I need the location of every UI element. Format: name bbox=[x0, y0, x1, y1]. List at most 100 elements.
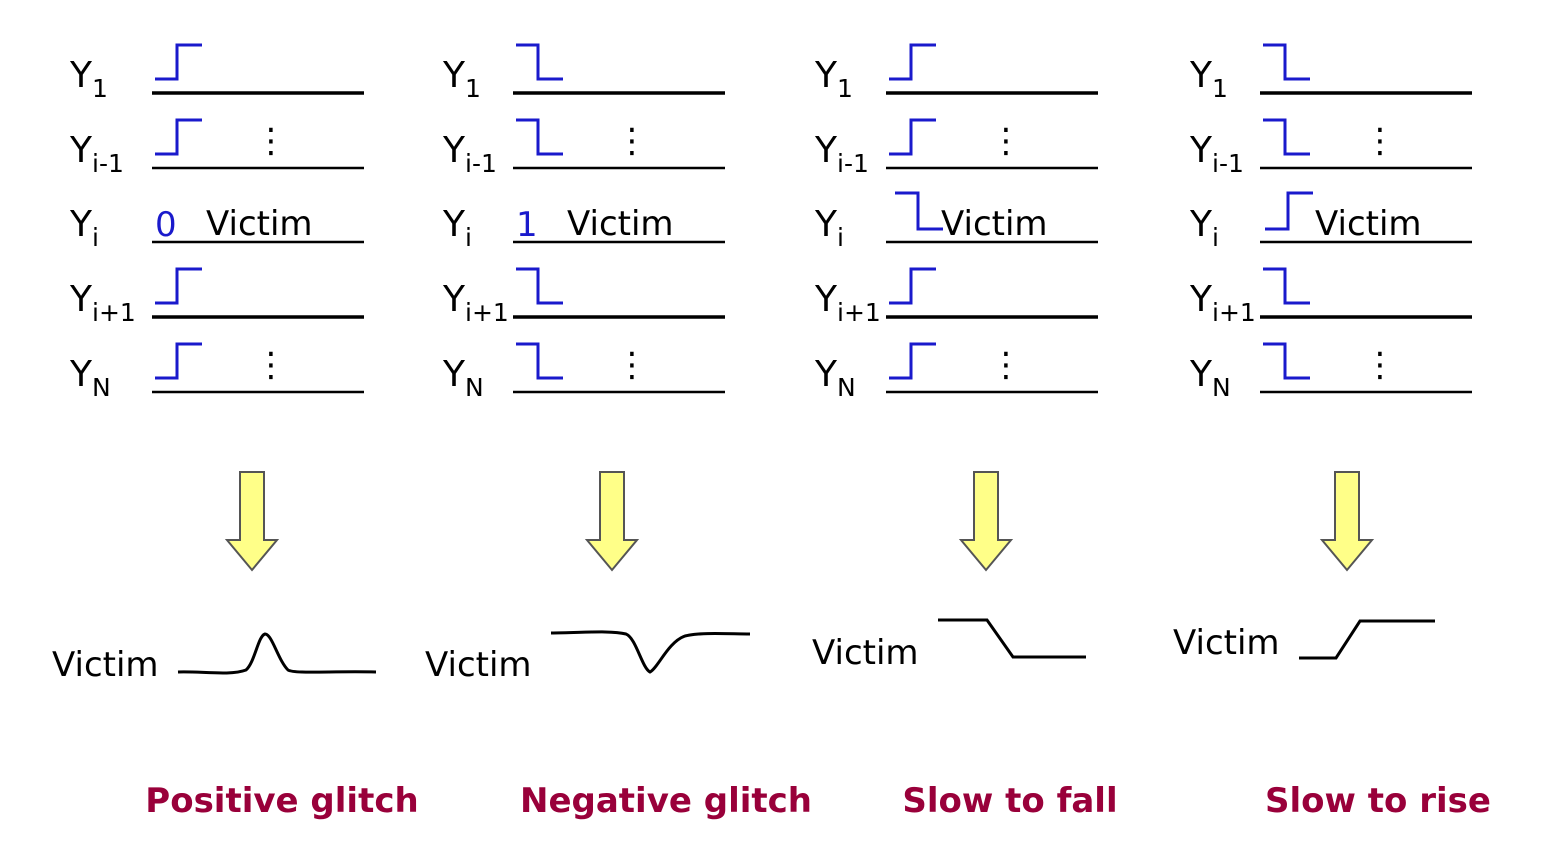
falling-edge-waveform bbox=[1263, 267, 1310, 305]
signal-label-base: Y bbox=[69, 354, 93, 395]
signal-row-2: Yi-1 ⋮ bbox=[69, 118, 364, 178]
signal-label-subscript: i bbox=[837, 223, 844, 252]
ellipsis: ⋮ bbox=[254, 121, 288, 161]
signal-row-2: Yi-1 ⋮ bbox=[1189, 118, 1472, 178]
signal-label: Yi+1 bbox=[1189, 279, 1256, 327]
rising-edge-waveform bbox=[889, 118, 936, 156]
victim-line-label: Victim bbox=[941, 204, 1048, 244]
fault-caption: Positive glitch bbox=[145, 781, 418, 821]
signal-row-4: Yi+1 bbox=[1189, 267, 1472, 327]
fault-caption: Negative glitch bbox=[520, 781, 812, 821]
signal-label-base: Y bbox=[442, 55, 466, 96]
signal-row-1: Y1 bbox=[1189, 43, 1472, 103]
signal-row-4: Yi+1 bbox=[69, 267, 364, 327]
down-arrow-icon bbox=[584, 471, 640, 572]
signal-label-subscript: N bbox=[1212, 373, 1231, 402]
falling-edge-waveform bbox=[516, 267, 563, 305]
signal-label: Y1 bbox=[814, 55, 853, 103]
signal-label-base: Y bbox=[814, 204, 838, 245]
signal-label: Yi-1 bbox=[814, 130, 869, 178]
fault-caption: Slow to fall bbox=[902, 781, 1117, 821]
signal-label-base: Y bbox=[1189, 354, 1213, 395]
negative-glitch-waveform bbox=[550, 630, 751, 674]
signal-label-subscript: i bbox=[92, 223, 99, 252]
ellipsis: ⋮ bbox=[989, 121, 1023, 161]
victim-response: Victim bbox=[1173, 619, 1435, 663]
victim-line-label: Victim bbox=[206, 204, 313, 244]
falling-edge-waveform bbox=[1263, 342, 1310, 380]
victim-line-label: Victim bbox=[567, 204, 674, 244]
falling-edge-waveform bbox=[516, 43, 563, 81]
signal-row-5: YN ⋮ bbox=[1189, 342, 1472, 402]
signal-label: Y1 bbox=[1189, 55, 1228, 103]
signal-label: Yi+1 bbox=[69, 279, 136, 327]
signal-label: YN bbox=[69, 354, 111, 402]
slow-fall-waveform bbox=[938, 618, 1086, 659]
signal-label: Y1 bbox=[442, 55, 481, 103]
signal-row-2: Yi-1 ⋮ bbox=[442, 118, 725, 178]
fault-caption: Slow to rise bbox=[1265, 781, 1491, 821]
ellipsis: ⋮ bbox=[1363, 345, 1397, 385]
signal-row-1: Y1 bbox=[442, 43, 725, 103]
down-arrow-icon bbox=[224, 471, 280, 572]
signal-label-base: Y bbox=[1189, 55, 1213, 96]
ellipsis: ⋮ bbox=[1363, 121, 1397, 161]
rising-edge-waveform bbox=[155, 267, 202, 305]
signal-label-subscript: 1 bbox=[837, 74, 853, 103]
signal-label-base: Y bbox=[814, 354, 838, 395]
ellipsis: ⋮ bbox=[989, 345, 1023, 385]
signal-label-base: Y bbox=[814, 279, 838, 320]
ellipsis: ⋮ bbox=[254, 345, 288, 385]
signal-label: Yi bbox=[442, 204, 472, 252]
signal-label: Yi-1 bbox=[1189, 130, 1244, 178]
signal-row-3: Yi Victim bbox=[814, 191, 1098, 252]
signal-row-2: Yi-1 ⋮ bbox=[814, 118, 1098, 178]
response-victim-label: Victim bbox=[52, 645, 159, 685]
signal-row-5: YN ⋮ bbox=[69, 342, 364, 402]
rising-edge-waveform bbox=[889, 267, 936, 305]
signal-label: YN bbox=[814, 354, 856, 402]
signal-label-subscript: i bbox=[465, 223, 472, 252]
victim-response: Victim bbox=[52, 632, 377, 685]
rising-edge-waveform bbox=[889, 342, 936, 380]
signal-label-base: Y bbox=[814, 55, 838, 96]
ellipsis: ⋮ bbox=[615, 121, 649, 161]
signal-row-3: Yi 0 Victim bbox=[69, 204, 364, 252]
victim-value: 0 bbox=[155, 205, 177, 245]
signal-label-base: Y bbox=[442, 130, 466, 171]
signal-label-subscript: i-1 bbox=[837, 149, 869, 178]
signal-label-base: Y bbox=[442, 279, 466, 320]
signal-row-1: Y1 bbox=[814, 43, 1098, 103]
signal-label: YN bbox=[442, 354, 484, 402]
positive-glitch-waveform bbox=[177, 632, 377, 675]
falling-edge-waveform bbox=[516, 342, 563, 380]
signal-label-subscript: N bbox=[837, 373, 856, 402]
signal-label: Yi+1 bbox=[814, 279, 881, 327]
rising-edge-waveform bbox=[889, 43, 936, 81]
signal-label-base: Y bbox=[1189, 130, 1213, 171]
signal-label-subscript: i-1 bbox=[465, 149, 497, 178]
signal-label-base: Y bbox=[69, 130, 93, 171]
falling-edge-waveform bbox=[1263, 118, 1310, 156]
signal-row-1: Y1 bbox=[69, 43, 364, 103]
signal-label-subscript: i-1 bbox=[92, 149, 124, 178]
signal-label-subscript: i+1 bbox=[465, 298, 509, 327]
signal-label-base: Y bbox=[814, 130, 838, 171]
signal-label: Yi-1 bbox=[69, 130, 124, 178]
signal-label-base: Y bbox=[1189, 279, 1213, 320]
signal-label-subscript: i+1 bbox=[92, 298, 136, 327]
victim-response: Victim bbox=[812, 618, 1086, 673]
signal-label: Yi bbox=[69, 204, 99, 252]
falling-edge-waveform bbox=[516, 118, 563, 156]
victim-line-label: Victim bbox=[1315, 204, 1422, 244]
response-victim-label: Victim bbox=[1173, 623, 1280, 663]
signal-label-base: Y bbox=[69, 279, 93, 320]
signal-label-subscript: 1 bbox=[465, 74, 481, 103]
signal-row-4: Yi+1 bbox=[442, 267, 725, 327]
